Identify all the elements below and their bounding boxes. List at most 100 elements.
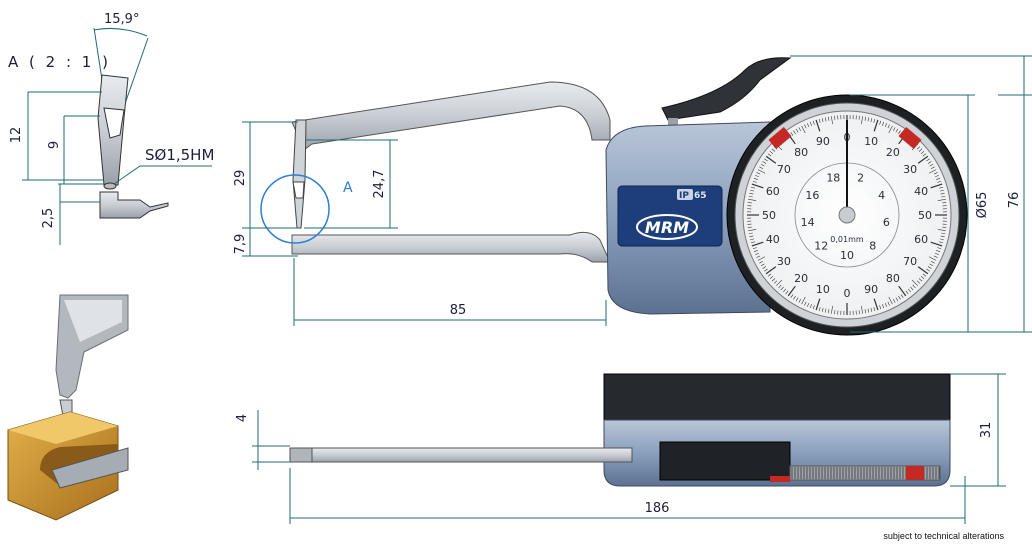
dial-tick — [858, 115, 860, 120]
dial-tick — [748, 195, 753, 198]
dim-247: 24,7 — [372, 170, 387, 199]
dial-tick — [767, 273, 772, 277]
dial-outer-label: 90 — [864, 283, 878, 296]
dial-tick — [870, 307, 873, 312]
dial-tick — [898, 295, 901, 300]
dial-tick — [818, 118, 821, 123]
dial-outer-label: 70 — [777, 163, 791, 176]
dial-tick — [940, 235, 945, 238]
dial-tick — [895, 297, 899, 302]
dial-tick — [939, 189, 944, 192]
dial-tick — [917, 155, 929, 164]
dial-tick — [793, 130, 796, 135]
dial-tick — [937, 247, 942, 250]
dial-tick — [916, 146, 921, 150]
dial-outer-label: 20 — [794, 272, 808, 285]
dial-tick — [831, 305, 833, 314]
dial-tick — [933, 172, 938, 175]
dial-outer-label: 90 — [816, 135, 830, 148]
dial-tick — [804, 301, 807, 306]
dial-tick — [892, 127, 896, 132]
dial-inner-label: 2 — [857, 171, 864, 184]
dial-outer-label: 40 — [914, 185, 928, 198]
dial-tick — [887, 301, 890, 306]
tolerance-marker-right[interactable] — [898, 126, 922, 150]
dial-tick — [821, 118, 824, 123]
detail-h25: 2,5 — [41, 208, 56, 229]
dial-tick — [780, 286, 784, 291]
dial-tick — [870, 118, 873, 123]
dial-tick — [934, 175, 939, 178]
dial-tick — [749, 235, 754, 238]
dial-tick — [911, 279, 918, 286]
dial-tick — [750, 238, 755, 241]
dial-tick — [812, 305, 815, 310]
dial-tick — [790, 294, 794, 298]
dial-outer-scale: 90010203040506070809001020304050607080 — [762, 131, 932, 300]
dial-tick — [934, 252, 939, 255]
dial-tick — [867, 117, 870, 122]
dial-tick — [756, 172, 761, 175]
dial-tick — [769, 275, 774, 279]
dial-tick — [861, 305, 863, 314]
dial-tick — [809, 304, 812, 309]
detail-label: A ( 2 : 1 ) — [8, 53, 111, 71]
dial-tick — [747, 226, 752, 228]
dial-tick — [879, 120, 882, 125]
dial-tick — [765, 266, 777, 275]
dial-tick — [753, 177, 758, 180]
dim-4: 4 — [235, 414, 250, 422]
dial-tick — [753, 250, 758, 253]
dial-inner-label: 18 — [826, 171, 840, 184]
dial-tick — [937, 229, 946, 231]
dial-tick — [771, 278, 776, 282]
dial-tick — [771, 148, 776, 152]
ip-label: IP — [679, 191, 689, 201]
dial-tick — [793, 295, 796, 300]
dial-tick — [748, 229, 757, 231]
dial-tick — [787, 285, 796, 297]
brand-logo: MRM — [645, 218, 689, 237]
top-view: 4 186 31 — [235, 373, 1006, 524]
dial-tick — [795, 128, 799, 133]
dial-outer-label: 80 — [886, 272, 900, 285]
dial-tick — [939, 241, 944, 244]
dial-tick — [827, 309, 830, 314]
dial-tick — [752, 180, 757, 183]
dial-tick — [764, 158, 768, 162]
dial-unit: 0,01mm — [830, 235, 864, 244]
dial-inner-label: 8 — [869, 240, 876, 253]
dial-inner-label: 4 — [878, 189, 885, 202]
detail-angle: 15,9° — [104, 12, 139, 27]
dial-tick — [928, 256, 937, 261]
dial-tick — [759, 166, 764, 170]
dial-tick — [807, 302, 810, 307]
dial-tick — [748, 199, 757, 201]
detail-callout-circle — [260, 174, 330, 244]
dial-tick — [929, 263, 934, 267]
dial-tick — [750, 189, 755, 192]
dial-tick — [917, 266, 929, 275]
dial-tick — [884, 302, 887, 307]
dial-tick — [818, 307, 821, 312]
dial-tick — [879, 305, 882, 310]
dial-tick — [824, 308, 827, 313]
dial-tick — [918, 148, 923, 152]
dial-tick — [926, 268, 930, 272]
dial-outer-label: 30 — [777, 255, 791, 268]
dial-tick — [898, 130, 901, 135]
dial-outer-label: 40 — [766, 233, 780, 246]
dial-tick — [861, 116, 863, 125]
dim-76: 76 — [1007, 192, 1022, 209]
tolerance-marker-left[interactable] — [768, 126, 792, 150]
dial-tick — [824, 117, 827, 122]
dial-tick — [795, 297, 799, 302]
dial-tick — [783, 288, 787, 293]
dial-tick — [748, 232, 753, 235]
dial-tick — [873, 307, 876, 312]
footnote: subject to technical alterations — [883, 531, 1004, 541]
dial-tick — [815, 119, 821, 132]
dial-tick — [888, 125, 893, 134]
dial-tick — [755, 252, 760, 255]
